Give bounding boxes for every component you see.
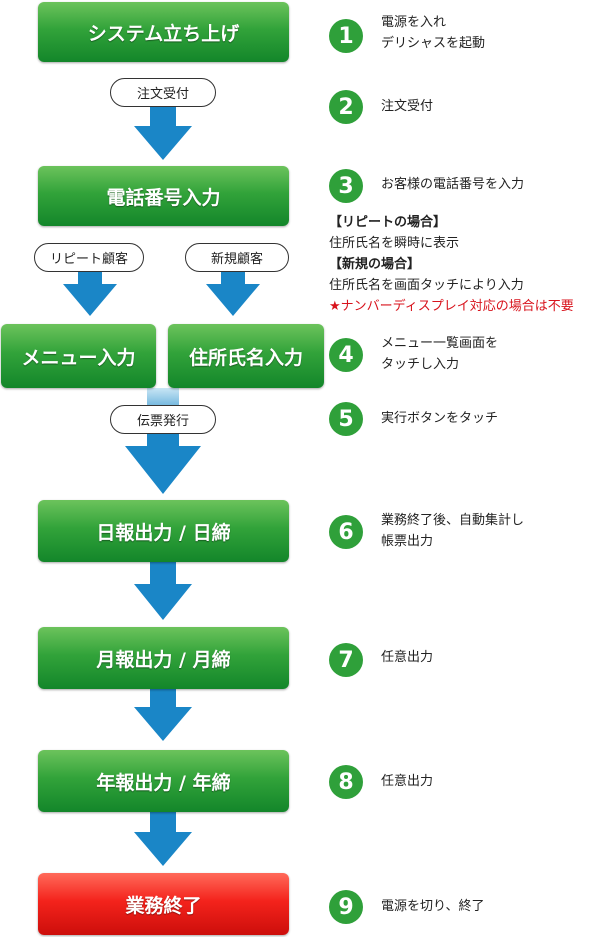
step-8-desc: 任意出力 [381, 774, 434, 789]
step-6: 6 [329, 514, 363, 550]
step-8: 8 [329, 764, 363, 800]
repeat-customer-pill: リピート顧客 [34, 243, 144, 272]
step-9: 9 [329, 889, 363, 925]
step-7: 7 [329, 642, 363, 678]
customer-type-notes: 【リピートの場合】 住所氏名を瞬時に表示 【新規の場合】 住所氏名を画面タッチに… [329, 212, 574, 317]
step-number-badge: 8 [329, 765, 363, 799]
step-number-badge: 5 [329, 402, 363, 436]
step-7-desc: 任意出力 [381, 650, 434, 665]
down-arrow-icon [125, 388, 201, 494]
step-9-desc: 電源を切り、終了 [381, 899, 485, 914]
yearly-report-box: 年報出力 / 年締 [38, 750, 289, 812]
step-1-desc: 電源を入れデリシャスを起動 [381, 15, 486, 51]
daily-report-box: 日報出力 / 日締 [38, 500, 289, 562]
step-number-badge: 2 [329, 90, 363, 124]
step-1: 1 [329, 18, 363, 54]
down-arrow-icon [134, 106, 192, 160]
order-received-pill: 注文受付 [110, 78, 216, 107]
step-number-badge: 7 [329, 643, 363, 677]
step-5: 5 [329, 401, 363, 437]
phone-input-box: 電話番号入力 [38, 166, 289, 226]
slip-issue-pill: 伝票発行 [110, 405, 216, 434]
repeat-heading: 【リピートの場合】 [329, 215, 447, 230]
step-2-desc: 注文受付 [381, 99, 434, 114]
step-5-desc: 実行ボタンをタッチ [381, 411, 499, 426]
down-arrow-icon [206, 266, 260, 316]
new-heading: 【新規の場合】 [329, 257, 421, 272]
system-start-box: システム立ち上げ [38, 2, 289, 62]
menu-input-box: メニュー入力 [1, 324, 156, 388]
step-number-badge: 1 [329, 19, 363, 53]
down-arrow-icon [134, 562, 192, 620]
down-arrow-icon [134, 689, 192, 741]
new-text: 住所氏名を画面タッチにより入力 [329, 278, 524, 293]
step-number-badge: 9 [329, 890, 363, 924]
down-arrow-icon [134, 812, 192, 866]
down-arrow-icon [63, 266, 117, 316]
step-4: 4 [329, 337, 363, 373]
step-2: 2 [329, 89, 363, 125]
step-3: 3 [329, 168, 363, 204]
step-number-badge: 4 [329, 338, 363, 372]
monthly-report-box: 月報出力 / 月締 [38, 627, 289, 689]
repeat-text: 住所氏名を瞬時に表示 [329, 236, 460, 251]
star-note: ★ナンバーディスプレイ対応の場合は不要 [329, 299, 574, 314]
business-end-box: 業務終了 [38, 873, 289, 935]
address-input-box: 住所氏名入力 [168, 324, 324, 388]
step-number-badge: 3 [329, 169, 363, 203]
step-4-desc: メニュー一覧画面をタッチし入力 [381, 336, 499, 372]
step-3-desc: お客様の電話番号を入力 [381, 177, 525, 192]
step-6-desc: 業務終了後、自動集計し帳票出力 [381, 513, 525, 549]
new-customer-pill: 新規顧客 [185, 243, 289, 272]
step-number-badge: 6 [329, 515, 363, 549]
